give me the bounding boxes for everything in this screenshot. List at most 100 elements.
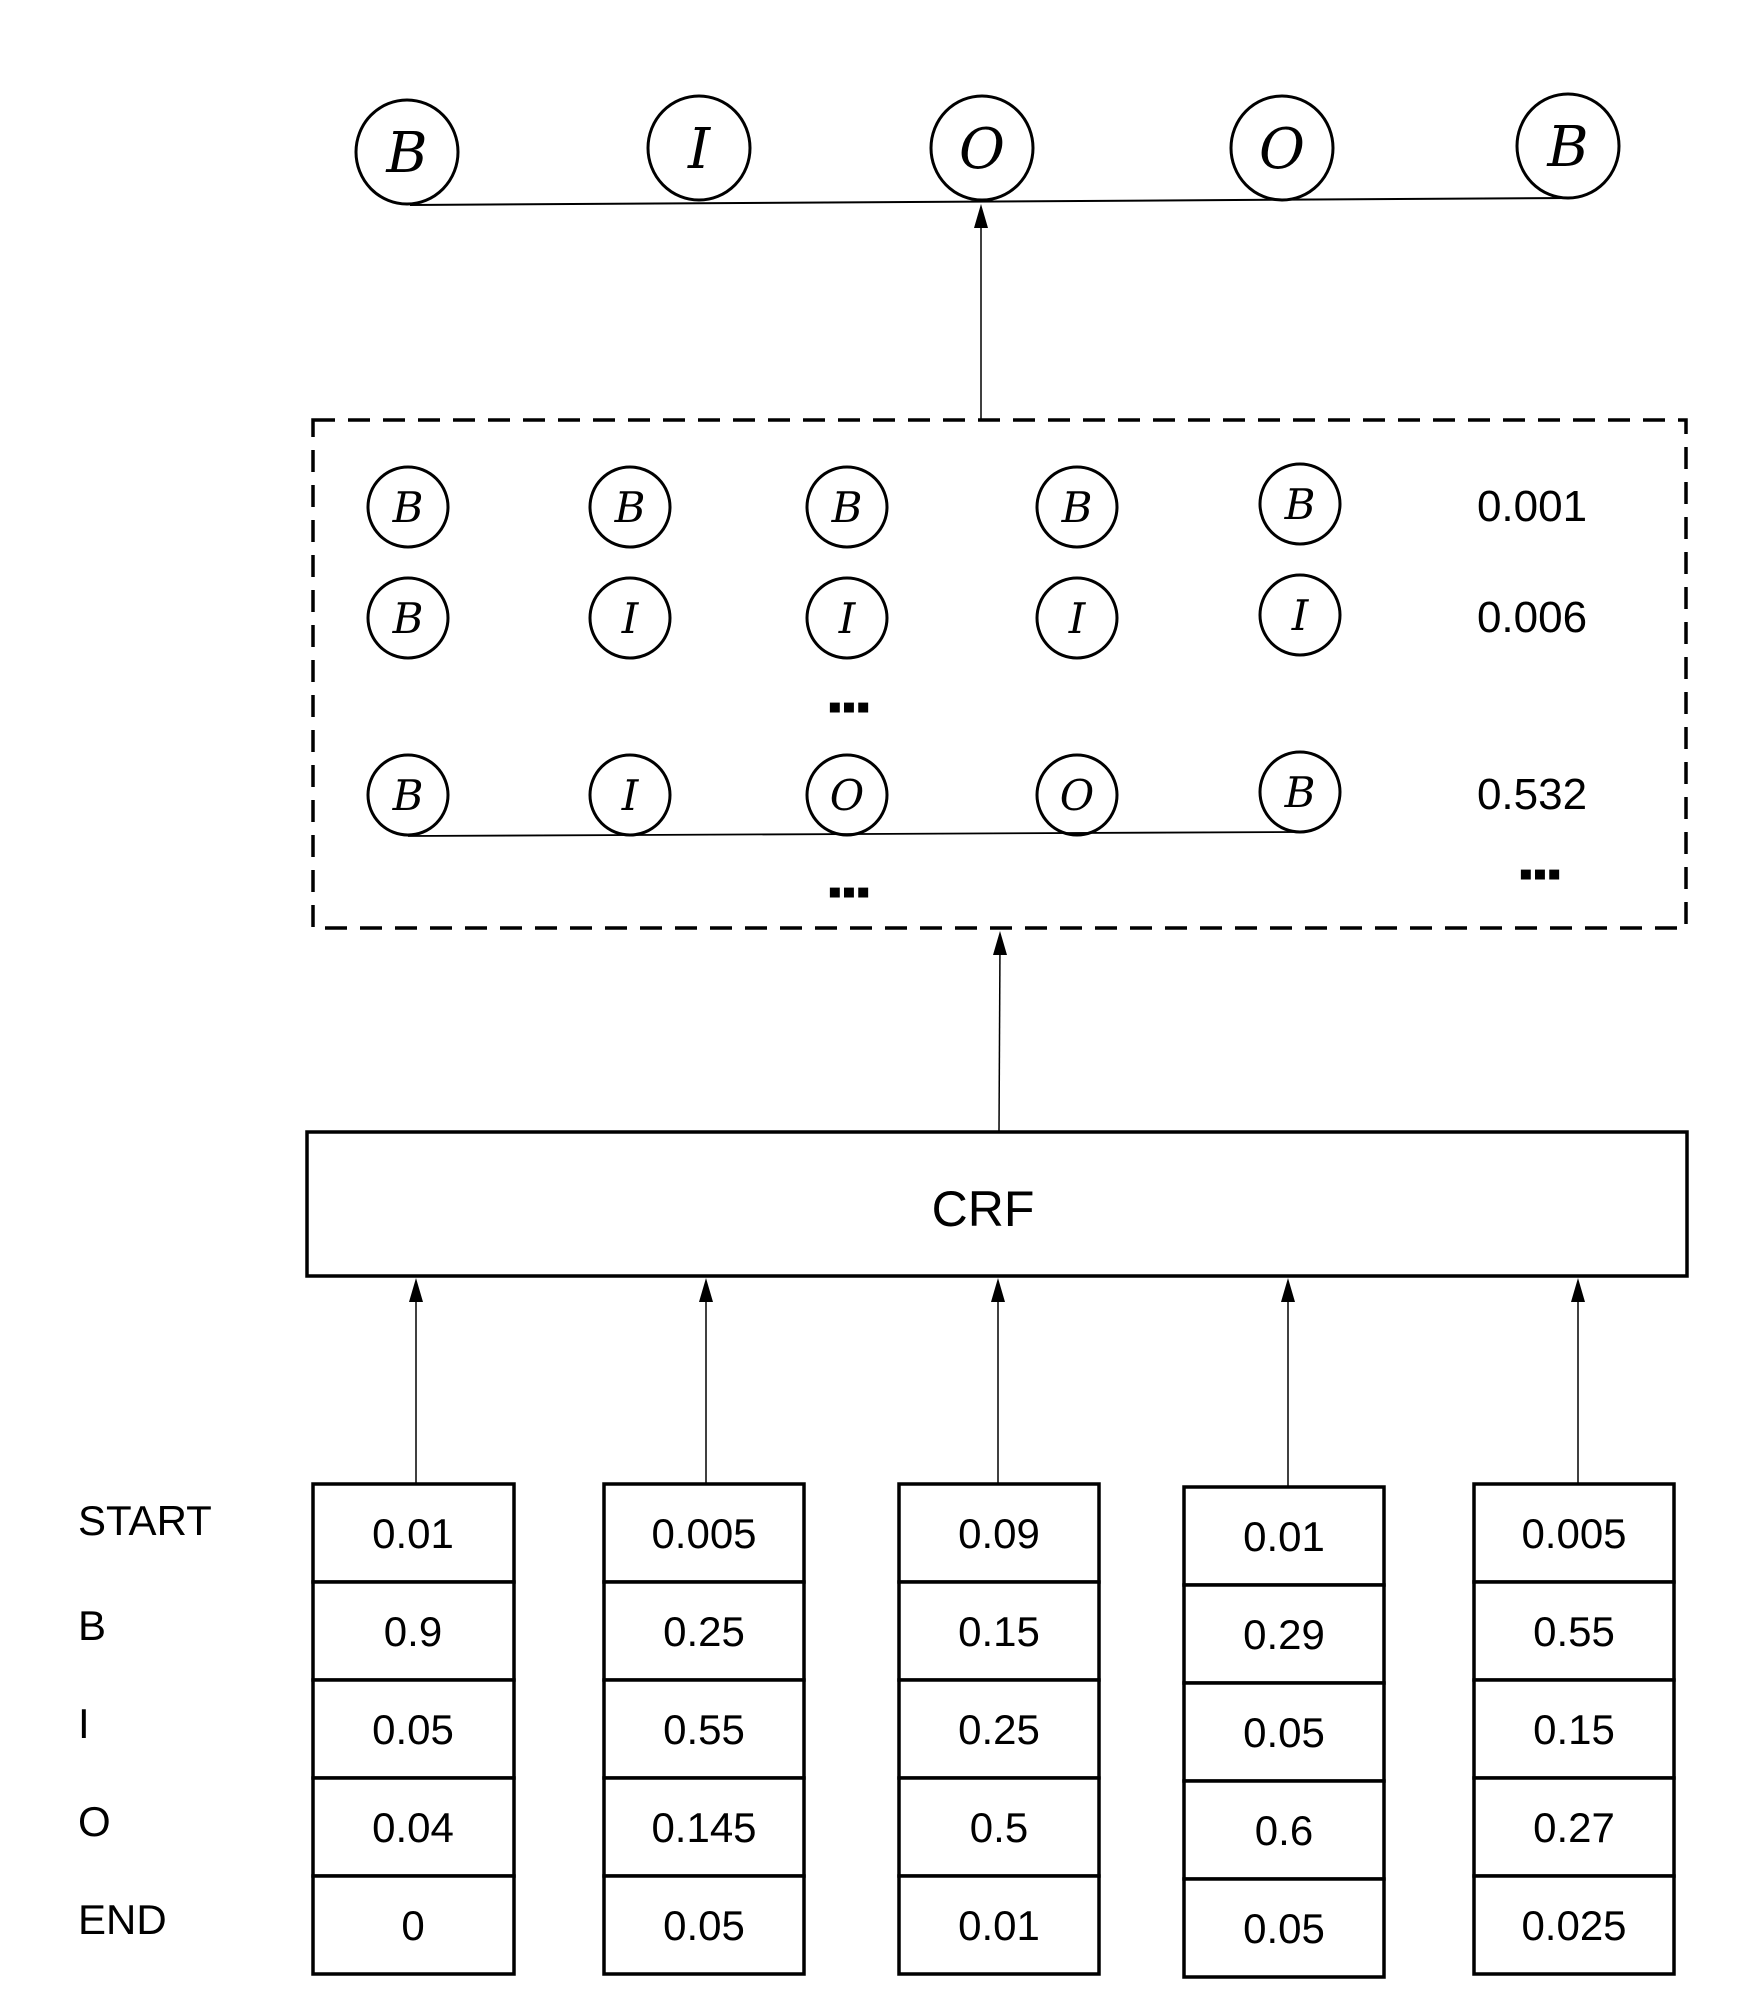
tag-node-label: B <box>392 483 424 532</box>
candidate-paths-box <box>311 418 1688 930</box>
output-sequence-link <box>409 197 1571 206</box>
emission-value: 0.55 <box>1533 1608 1615 1655</box>
emission-value: 0.04 <box>372 1804 454 1851</box>
emission-value: 0.55 <box>663 1706 745 1753</box>
candidate-tag-node: I <box>588 576 672 660</box>
emission-cell <box>602 1482 806 1584</box>
emission-value: 0.145 <box>651 1804 756 1851</box>
emission-value: 0.01 <box>958 1902 1040 1949</box>
tag-node-label: O <box>1259 117 1305 182</box>
tag-node-circle <box>1035 576 1119 660</box>
output-tag-node: B <box>354 98 460 206</box>
emission-value: 0.25 <box>958 1706 1040 1753</box>
emission-value: 0.05 <box>372 1706 454 1753</box>
tag-node-circle <box>929 94 1035 202</box>
tag-node-label: B <box>614 483 646 532</box>
candidate-tag-node: B <box>366 753 450 837</box>
tag-node-label: O <box>830 771 864 820</box>
tag-node-label: O <box>959 117 1005 182</box>
emission-row-label: START <box>78 1497 212 1544</box>
emission-value: 0.9 <box>384 1608 442 1655</box>
tag-node-circle <box>1258 462 1342 546</box>
tag-node-circle <box>366 576 450 660</box>
tag-node-label: B <box>1284 768 1316 817</box>
best-path-link <box>407 831 1301 837</box>
emission-value: 0.01 <box>1243 1513 1325 1560</box>
tag-node-circle <box>366 753 450 837</box>
emission-value: 0.01 <box>372 1510 454 1557</box>
emission-cell <box>1182 1681 1386 1783</box>
candidate-tag-node: I <box>1258 573 1342 657</box>
emission-cell <box>897 1678 1101 1780</box>
ellipsis-score: ▪▪▪ <box>1519 852 1562 896</box>
emission-value: 0.27 <box>1533 1804 1615 1851</box>
output-tag-node: I <box>646 94 752 202</box>
tag-node-circle <box>805 576 889 660</box>
candidate-tag-node: B <box>1258 750 1342 834</box>
tag-node-label: B <box>831 483 863 532</box>
tag-node-circle <box>1258 573 1342 657</box>
tag-node-circle <box>1515 92 1621 200</box>
emission-cell <box>1182 1779 1386 1881</box>
emission-cell <box>311 1776 516 1878</box>
tag-node-circle <box>805 753 889 837</box>
emission-row-label: O <box>78 1798 111 1845</box>
tag-node-label: B <box>1546 115 1588 180</box>
arrowhead-icon <box>974 204 988 228</box>
emission-row-labels: START B I O END <box>78 1497 212 1943</box>
arrowhead-icon <box>1571 1278 1585 1302</box>
tag-node-circle <box>354 98 460 206</box>
emission-cell <box>311 1678 516 1780</box>
tag-node-label: B <box>392 771 424 820</box>
tag-node-label: I <box>621 594 640 643</box>
emission-cell <box>311 1874 516 1976</box>
tag-node-circle <box>1035 753 1119 837</box>
candidate-tag-node: B <box>588 465 672 549</box>
candidate-tag-node: B <box>1258 462 1342 546</box>
arrowhead-icon <box>993 931 1007 955</box>
arrowhead-icon <box>1281 1278 1295 1302</box>
emission-value: 0.025 <box>1521 1902 1626 1949</box>
tag-node-label: B <box>1061 483 1093 532</box>
emission-cell <box>602 1874 806 1976</box>
emission-column: 0.01 0.29 0.05 0.6 0.05 <box>1182 1278 1386 1979</box>
crf-layer-box <box>305 1130 1689 1278</box>
emission-column: 0.090.150.250.50.01 <box>897 1278 1101 1976</box>
emission-value: 0.29 <box>1243 1611 1325 1658</box>
path-score: 0.006 <box>1477 593 1587 642</box>
emission-column: 0.01 0.9 0.05 0.04 0 <box>311 1278 516 1976</box>
ellipsis-mid: ▪▪▪ <box>828 685 871 729</box>
candidate-tag-node: B <box>366 465 450 549</box>
emission-cell <box>602 1678 806 1780</box>
emission-value: 0.15 <box>1533 1706 1615 1753</box>
emission-row-label: END <box>78 1896 167 1943</box>
arrowhead-icon <box>991 1278 1005 1302</box>
output-tag-node: O <box>929 94 1035 202</box>
tag-node-label: B <box>1284 480 1316 529</box>
emission-value: 0.05 <box>1243 1905 1325 1952</box>
path-score: 0.532 <box>1477 770 1587 819</box>
emission-value: 0.6 <box>1255 1807 1313 1854</box>
tag-node-circle <box>588 465 672 549</box>
emission-row-label: B <box>78 1602 106 1649</box>
emission-cell <box>1472 1874 1676 1976</box>
emission-value: 0.005 <box>651 1510 756 1557</box>
emission-cell <box>1472 1580 1676 1682</box>
emission-value: 0.05 <box>1243 1709 1325 1756</box>
emission-cell <box>897 1776 1101 1878</box>
emission-value: 0 <box>401 1902 424 1949</box>
ellipsis-bottom: ▪▪▪ <box>828 870 871 914</box>
emission-value: 0.25 <box>663 1608 745 1655</box>
arrow-crf-to-candidates <box>998 943 1001 1132</box>
emission-row-label: I <box>78 1700 90 1747</box>
emission-cell <box>897 1874 1101 1976</box>
emission-cell <box>1472 1678 1676 1780</box>
emission-cell <box>1182 1877 1386 1979</box>
tag-node-circle <box>1035 465 1119 549</box>
tag-node-label: O <box>1060 771 1094 820</box>
